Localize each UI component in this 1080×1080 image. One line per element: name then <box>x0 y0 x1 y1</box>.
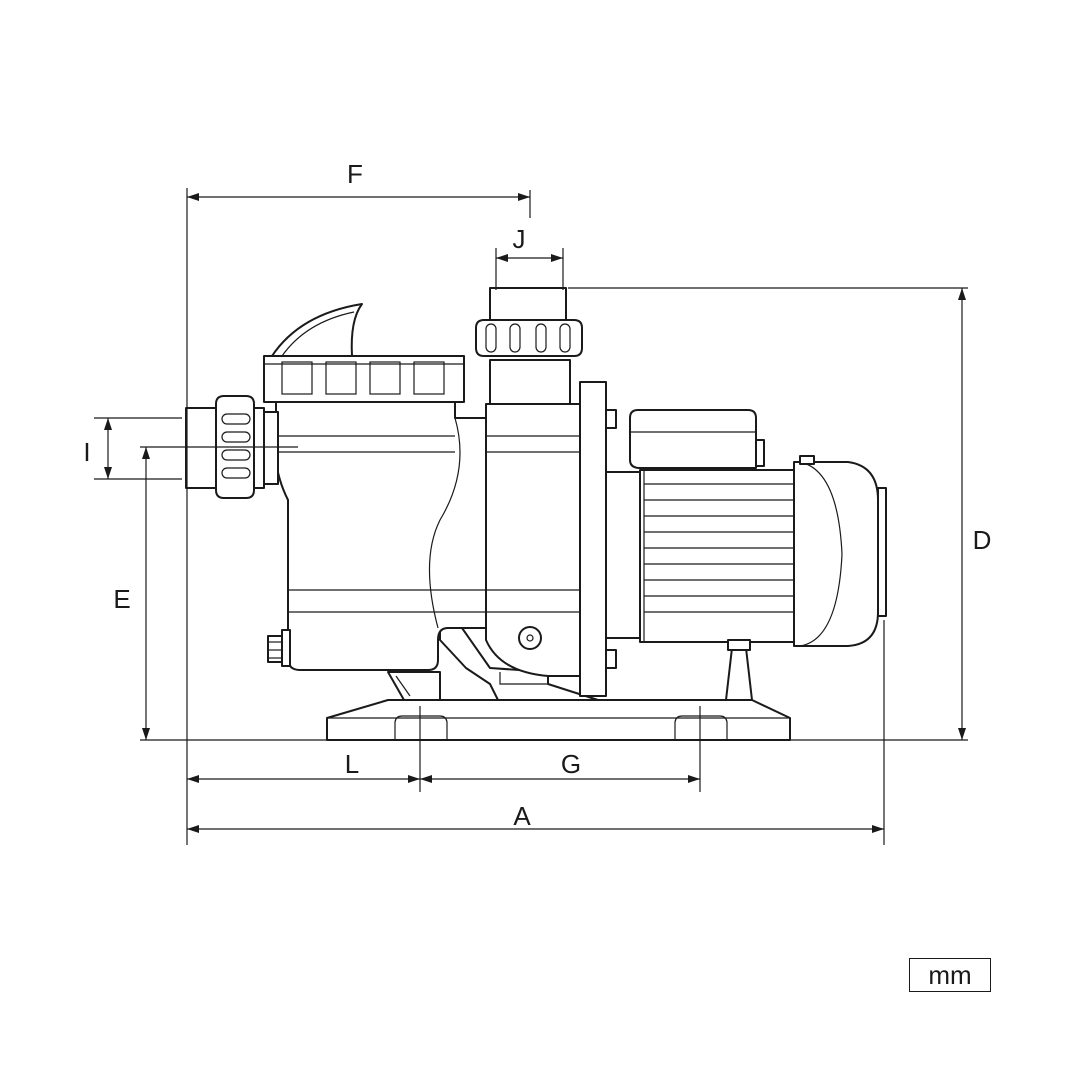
dim-label-A: A <box>513 801 531 831</box>
dim-label-L: L <box>345 749 359 779</box>
strainer-housing <box>275 401 487 671</box>
dim-label-E: E <box>113 584 130 614</box>
dimension-lines <box>94 188 968 845</box>
dim-label-F: F <box>347 159 363 189</box>
base-foot-left <box>394 715 448 740</box>
dim-label-G: G <box>561 749 581 779</box>
terminal-box <box>629 409 757 469</box>
strainer-lid <box>263 355 465 403</box>
inlet-pipe <box>185 407 221 489</box>
motor-flange <box>579 381 607 697</box>
volute-bolt <box>518 626 542 650</box>
dim-label-I: I <box>83 437 90 467</box>
unit-label: mm <box>909 958 991 992</box>
motor-body <box>639 469 795 643</box>
outlet-pipe <box>489 359 571 405</box>
strainer-pedestal <box>387 671 441 701</box>
base-foot-right <box>674 715 728 740</box>
base-plate <box>326 699 791 741</box>
dim-label-D: D <box>973 525 992 555</box>
volute-bracket <box>439 627 599 701</box>
volute-casing <box>485 403 585 677</box>
outlet-union-nut <box>475 319 583 357</box>
pump-outline <box>185 287 887 741</box>
fan-cover <box>793 461 879 647</box>
outlet-cap <box>489 287 567 321</box>
dimension-labels: F J I E D L G A <box>83 159 991 831</box>
dim-label-J: J <box>513 224 526 254</box>
motor-foot <box>725 647 753 701</box>
lid-handle <box>271 303 363 357</box>
